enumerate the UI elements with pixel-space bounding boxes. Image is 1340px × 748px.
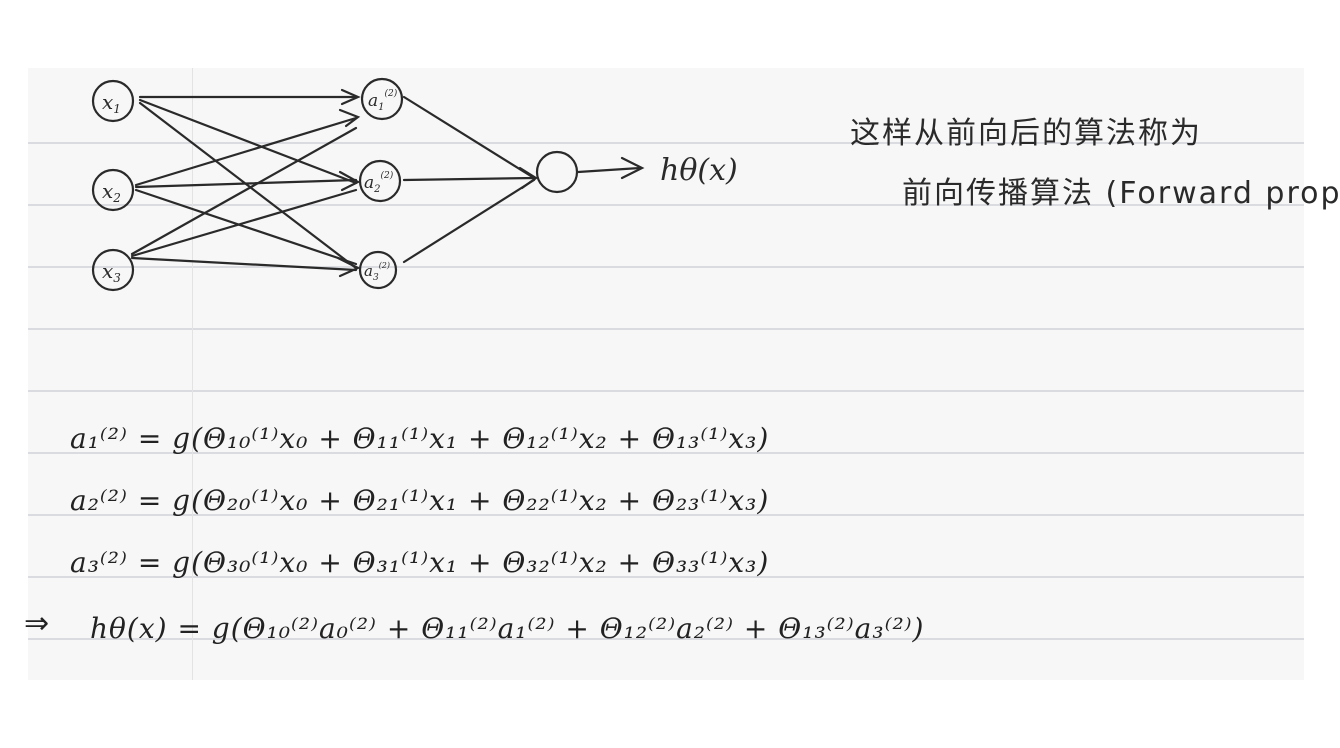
node-x1 — [91, 79, 135, 123]
edge-x3-a1 — [130, 126, 358, 256]
output-label: hθ(x) — [660, 153, 738, 188]
hidden-output-edges — [402, 95, 645, 264]
edge-x2-a3 — [134, 188, 358, 266]
equation-h-rhs: = g(Θ₁₀⁽²⁾a₀⁽²⁾ + Θ₁₁⁽²⁾a₁⁽²⁾ + Θ₁₂⁽²⁾a₂… — [177, 612, 925, 645]
node-a3-label: a3(2) — [364, 261, 390, 283]
implies-arrow: ⇒ — [24, 606, 50, 641]
edge-x1-a3 — [138, 101, 358, 270]
edge-x3-a2 — [130, 188, 358, 258]
edge-a2-out — [402, 176, 536, 182]
equation-a3-rhs: = g(Θ₃₀⁽¹⁾x₀ + Θ₃₁⁽¹⁾x₁ + Θ₃₂⁽¹⁾x₂ + Θ₃₃… — [137, 546, 770, 579]
node-a3 — [358, 250, 398, 290]
input-nodes: x1 x2 x3 — [91, 79, 135, 292]
equation-a2-rhs: = g(Θ₂₀⁽¹⁾x₀ + Θ₂₁⁽¹⁾x₁ + Θ₂₂⁽¹⁾x₂ + Θ₂₃… — [137, 484, 770, 517]
note-line-2: 前向传播算法 (Forward prop — [902, 176, 1340, 211]
equation-a3: a₃⁽²⁾ = g(Θ₃₀⁽¹⁾x₀ + Θ₃₁⁽¹⁾x₁ + Θ₃₂⁽¹⁾x₂… — [70, 546, 769, 579]
node-x3 — [91, 248, 135, 292]
hidden-nodes: a1(2) a2(2) a3(2) — [358, 77, 404, 290]
edge-x2-a1 — [134, 116, 358, 187]
node-a2-label: a2(2) — [364, 170, 394, 195]
equation-a1: a₁⁽²⁾ = g(Θ₁₀⁽¹⁾x₀ + Θ₁₁⁽¹⁾x₁ + Θ₁₂⁽¹⁾x₂… — [70, 422, 769, 455]
node-a1-label: a1(2) — [368, 88, 398, 113]
equation-a1-lhs: a₁⁽²⁾ — [70, 422, 128, 455]
note-line-1: 这样从前向后的算法称为 — [850, 116, 1202, 151]
margin-line — [192, 68, 193, 680]
node-x1-label: x1 — [102, 90, 121, 116]
node-x3-label: x3 — [102, 259, 121, 285]
input-hidden-edges — [130, 88, 361, 278]
node-x2-label: x2 — [102, 179, 121, 205]
equation-h-lhs: hθ(x) — [90, 612, 168, 645]
equation-a2-lhs: a₂⁽²⁾ — [70, 484, 128, 517]
edge-a3-out — [402, 178, 536, 264]
edge-x3-a3 — [130, 256, 358, 272]
edge-out-h — [576, 166, 642, 174]
node-a1 — [360, 77, 404, 121]
equation-a1-rhs: = g(Θ₁₀⁽¹⁾x₀ + Θ₁₁⁽¹⁾x₁ + Θ₁₂⁽¹⁾x₂ + Θ₁₃… — [137, 422, 770, 455]
notebook-page — [28, 68, 1304, 680]
node-x2 — [91, 168, 135, 212]
node-a2 — [358, 159, 402, 203]
equation-a2: a₂⁽²⁾ = g(Θ₂₀⁽¹⁾x₀ + Θ₂₁⁽¹⁾x₁ + Θ₂₂⁽¹⁾x₂… — [70, 484, 769, 517]
node-output — [535, 150, 579, 194]
edge-x1-a2 — [138, 98, 358, 185]
edge-a1-out — [402, 95, 536, 180]
edge-x2-a2 — [134, 178, 358, 189]
equation-a3-lhs: a₃⁽²⁾ — [70, 546, 128, 579]
equation-h: hθ(x) = g(Θ₁₀⁽²⁾a₀⁽²⁾ + Θ₁₁⁽²⁾a₁⁽²⁾ + Θ₁… — [90, 612, 924, 645]
